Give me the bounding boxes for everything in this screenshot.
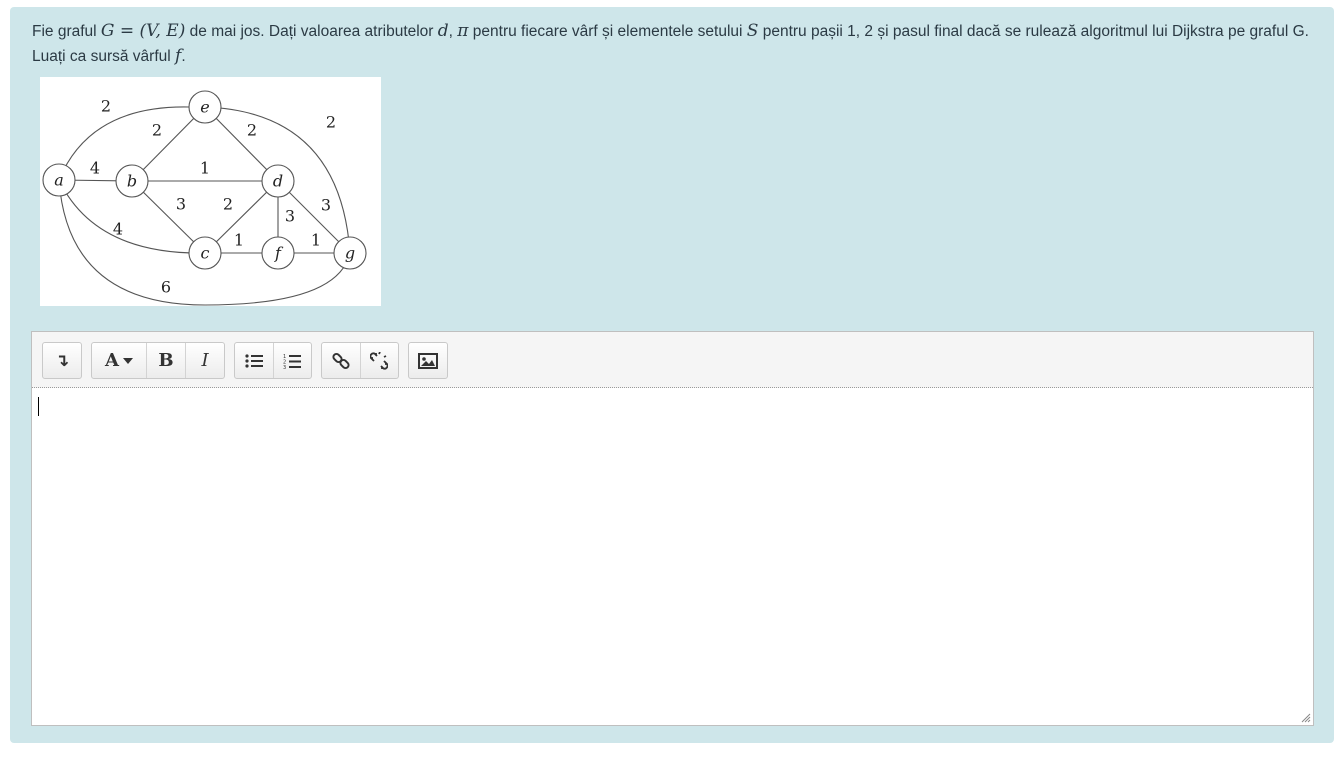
- unordered-list-icon: [245, 353, 263, 368]
- font-style-icon: A: [105, 350, 119, 371]
- edge-weight-b-d: 1: [200, 159, 210, 178]
- svg-text:1: 1: [283, 354, 286, 360]
- question-panel: Fie graful G = (V, E) de mai jos. Dați v…: [10, 7, 1334, 743]
- graph-node-d: [261, 164, 295, 198]
- edge-weight-e-g: 2: [326, 113, 336, 132]
- graph-node-label-f: f: [274, 244, 284, 263]
- resize-grip-icon[interactable]: [1301, 713, 1311, 723]
- question-text-segment: pentru fiecare vârf și elementele setulu…: [468, 23, 747, 40]
- graph-edge-e-g: [204, 106, 351, 254]
- dropdown-caret-icon: [122, 357, 133, 364]
- link-button[interactable]: [322, 343, 361, 378]
- question-text-segment: de mai jos. Dați valoarea atributelor: [185, 23, 438, 40]
- question-text-segment: Fie graful: [32, 23, 101, 40]
- graph-node-e: [188, 90, 222, 124]
- editor-content-area[interactable]: [32, 388, 1313, 725]
- toolbar-group-toggle: ↴: [42, 342, 82, 379]
- math-expression: f: [175, 46, 182, 66]
- edge-weight-c-d: 2: [223, 195, 233, 214]
- graph-node-g: [333, 236, 367, 270]
- edge-weight-a-g: 6: [161, 278, 171, 297]
- graph-node-b: [115, 164, 149, 198]
- graph-edge-b-e: [131, 106, 206, 182]
- graph-node-label-b: b: [127, 172, 137, 191]
- text-cursor: [38, 397, 39, 416]
- toolbar-group-lists: 1 2 3: [234, 342, 312, 379]
- font-style-button[interactable]: A: [92, 343, 147, 378]
- edge-weight-e-d: 2: [247, 121, 257, 140]
- edge-weight-b-c: 3: [176, 195, 186, 214]
- graph-node-label-d: d: [273, 172, 283, 191]
- ordered-list-button[interactable]: 1 2 3: [274, 343, 312, 378]
- svg-text:3: 3: [283, 365, 286, 369]
- graph-node-a: [42, 163, 76, 197]
- toolbar-group-media: [408, 342, 448, 379]
- edge-weight-b-e: 2: [152, 121, 162, 140]
- edge-weight-c-f: 1: [234, 231, 244, 250]
- toggle-toolbar-button[interactable]: ↴: [43, 343, 81, 378]
- graph-edge-a-c: [58, 179, 206, 254]
- edge-weight-d-f: 3: [285, 207, 295, 226]
- toggle-toolbar-icon: ↴: [54, 350, 70, 371]
- graph-edge-a-e: [58, 106, 190, 181]
- math-expression: G = (V, E): [100, 21, 186, 41]
- graph-node-label-e: e: [200, 98, 209, 117]
- svg-text:2: 2: [283, 359, 286, 365]
- graph-edge-c-d: [204, 180, 279, 254]
- graph-node-label-g: g: [345, 244, 355, 263]
- graph-node-label-a: a: [54, 171, 64, 190]
- question-text-segment: pentru pașii 1, 2 și pasul final dacă se…: [32, 23, 1309, 65]
- bold-button[interactable]: B: [147, 343, 186, 378]
- unlink-button[interactable]: [361, 343, 399, 378]
- toolbar-group-links: [321, 342, 399, 379]
- italic-icon: I: [201, 350, 209, 371]
- edge-weight-f-g: 1: [311, 231, 321, 250]
- bold-icon: B: [158, 350, 174, 371]
- italic-button[interactable]: I: [186, 343, 224, 378]
- toolbar-group-format: A B I: [91, 342, 225, 379]
- unlink-icon: [370, 351, 389, 370]
- editor-toolbar: ↴ A B I: [32, 332, 1313, 388]
- graph-edge-d-g: [277, 180, 351, 254]
- graph-node-f: [261, 236, 295, 270]
- graph-node-c: [188, 236, 222, 270]
- edge-weight-d-g: 3: [321, 196, 331, 215]
- math-expression: S: [746, 21, 759, 41]
- math-expression: d: [437, 21, 449, 41]
- question-text: Fie graful G = (V, E) de mai jos. Dați v…: [32, 19, 1322, 69]
- edge-weight-a-b: 4: [90, 159, 100, 178]
- edge-weight-a-e: 2: [101, 97, 111, 116]
- unordered-list-button[interactable]: [235, 343, 274, 378]
- graph-edge-a-g: [58, 179, 351, 306]
- graph-edge-b-c: [131, 180, 206, 254]
- link-icon: [332, 352, 350, 369]
- question-text-segment: .: [181, 48, 186, 65]
- graph-edge-e-d: [204, 106, 279, 182]
- edge-weight-a-c: 4: [113, 220, 123, 239]
- question-text-segment: ,: [448, 23, 458, 40]
- image-button[interactable]: [409, 343, 447, 378]
- text-editor: ↴ A B I: [31, 331, 1314, 726]
- math-expression: π: [457, 21, 469, 41]
- graph-node-label-c: c: [201, 244, 210, 263]
- image-icon: [418, 352, 438, 369]
- ordered-list-icon: 1 2 3: [283, 354, 302, 369]
